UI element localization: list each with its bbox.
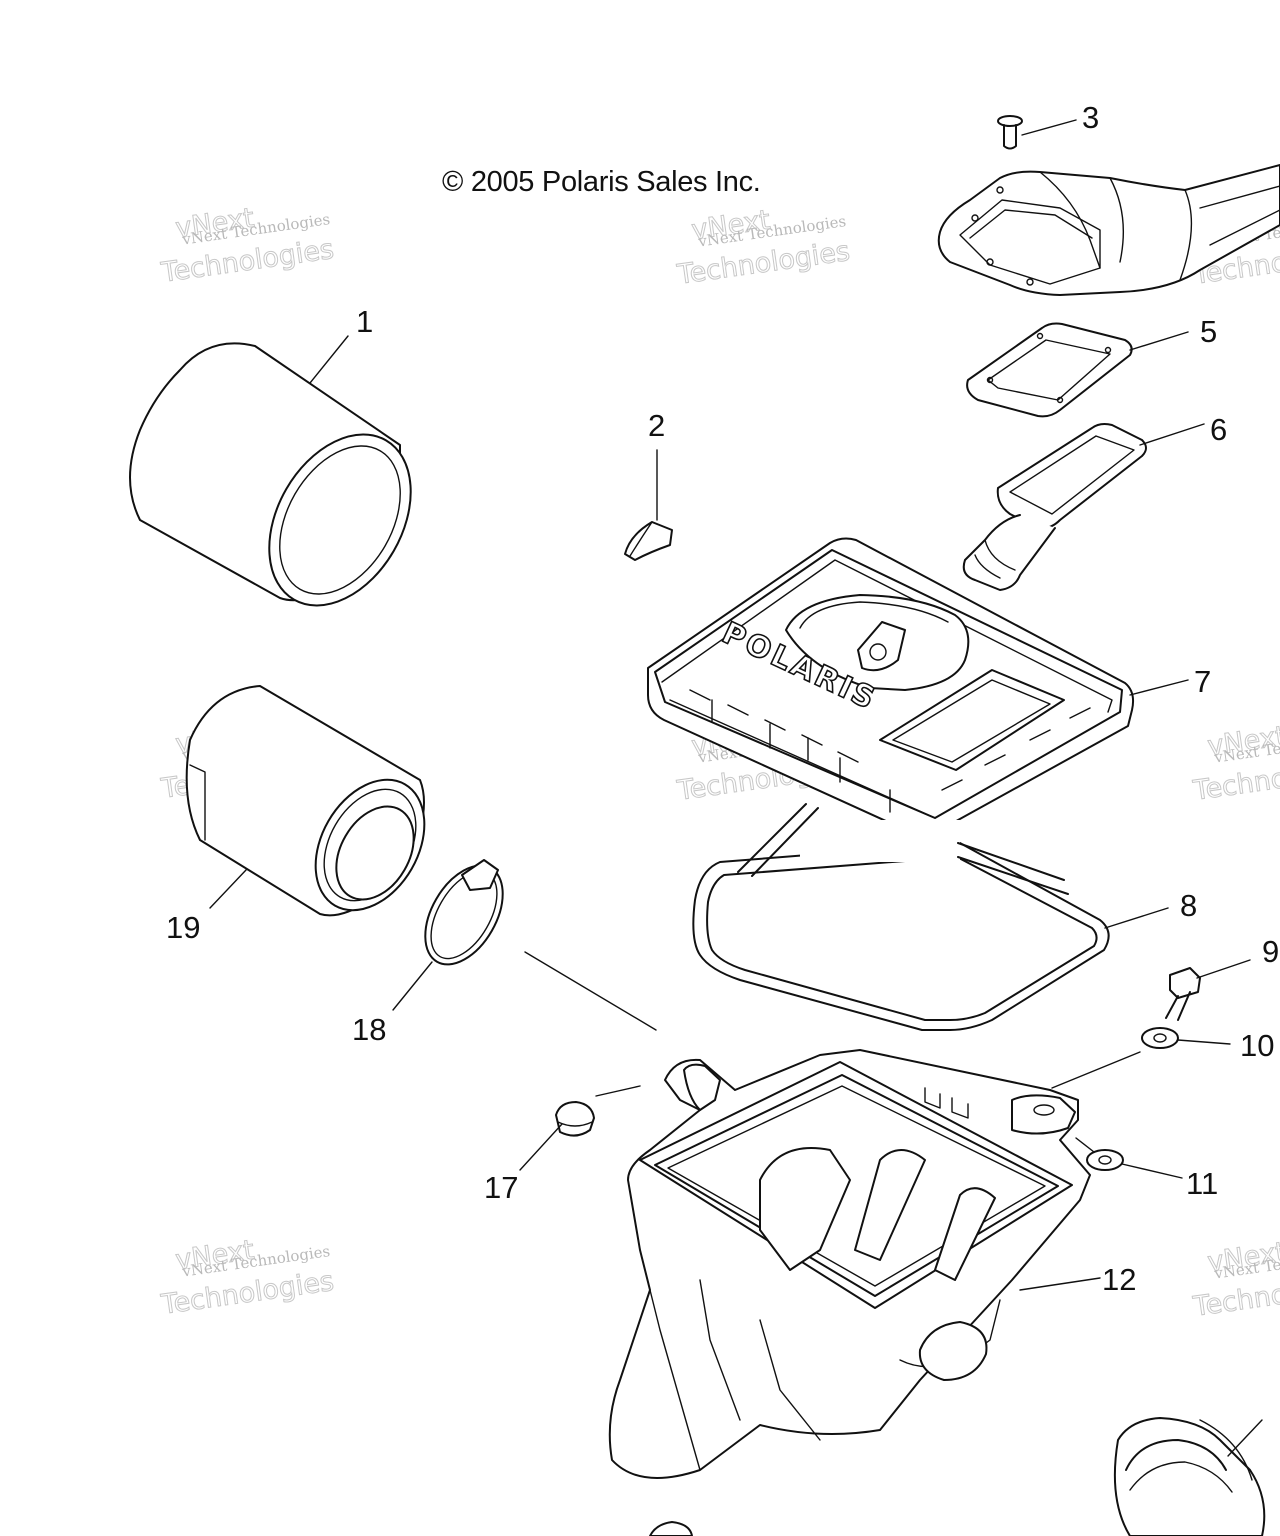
- leader-3: [1021, 119, 1077, 136]
- part-12-airbox-base: [608, 1049, 1091, 1479]
- watermark-br: vNext vNext Technologies Technologies: [1190, 1236, 1280, 1323]
- callout-12: 12: [1102, 1262, 1136, 1297]
- callout-19: 19: [166, 910, 200, 945]
- part-18-clamp: [424, 859, 504, 966]
- part-2-clip: [624, 521, 673, 561]
- callout-11: 11: [1186, 1166, 1218, 1201]
- part-5-gasket: [966, 322, 1133, 418]
- copyright-notice: © 2005 Polaris Sales Inc.: [442, 166, 761, 198]
- watermark-bl: vNext vNext Technologies Technologies: [158, 1234, 336, 1321]
- callout-1: 1: [356, 304, 373, 339]
- leader-11b: [1075, 1137, 1095, 1153]
- callout-2: 2: [648, 408, 665, 443]
- part-9-bolt: [1165, 967, 1201, 1021]
- callout-5: 5: [1200, 314, 1217, 349]
- leader-7: [1129, 679, 1189, 696]
- leader-18b: [524, 951, 657, 1031]
- leader-17b: [595, 1085, 641, 1097]
- part-3-screw: [997, 115, 1023, 150]
- leader-5: [1129, 331, 1189, 351]
- part-10-washer: [1141, 1027, 1179, 1049]
- callout-3: 3: [1082, 100, 1099, 135]
- leader-6: [1139, 423, 1205, 446]
- part-19-filter: [185, 685, 426, 917]
- watermark-tl: vNext vNext Technologies Technologies: [158, 202, 336, 289]
- callout-10: 10: [1240, 1028, 1274, 1063]
- leader-17: [519, 1123, 563, 1171]
- part-7-airbox-cover: POLARIS: [647, 537, 1135, 835]
- watermark-mr: vNext vNext Technologies Technologies: [1190, 720, 1280, 807]
- leader-12: [1019, 1277, 1101, 1291]
- leader-10b: [1051, 1051, 1141, 1089]
- leader-13: [1227, 1419, 1263, 1457]
- leader-1: [309, 335, 349, 384]
- part-8-seal: [692, 803, 1110, 1031]
- watermark-tc: vNext vNext Technologies Technologies: [674, 204, 852, 291]
- leader-18: [392, 961, 433, 1011]
- callout-8: 8: [1180, 888, 1197, 923]
- callout-9: 9: [1262, 934, 1279, 969]
- part-16-partial: [649, 1521, 693, 1536]
- callout-17: 17: [484, 1170, 518, 1205]
- callouts: 3 1 5 2 6 7 8 19 9 18 10 11 17 12: [166, 100, 1279, 1297]
- part-4-intake-duct: [937, 164, 1280, 296]
- leader-lines: [209, 119, 1263, 1457]
- leader-11: [1121, 1163, 1183, 1179]
- part-13-coupler: [1113, 1417, 1266, 1536]
- callout-18: 18: [352, 1012, 386, 1047]
- part-11-washer: [1086, 1149, 1124, 1171]
- callout-7: 7: [1194, 664, 1211, 699]
- part-1-prefilter: [129, 342, 412, 607]
- part-17-grommet: [555, 1101, 595, 1137]
- part-6-boot: [962, 423, 1147, 591]
- leader-9: [1196, 959, 1251, 979]
- callout-6: 6: [1210, 412, 1227, 447]
- leader-19: [209, 869, 247, 909]
- leader-10: [1177, 1039, 1231, 1045]
- leader-8: [1104, 907, 1169, 929]
